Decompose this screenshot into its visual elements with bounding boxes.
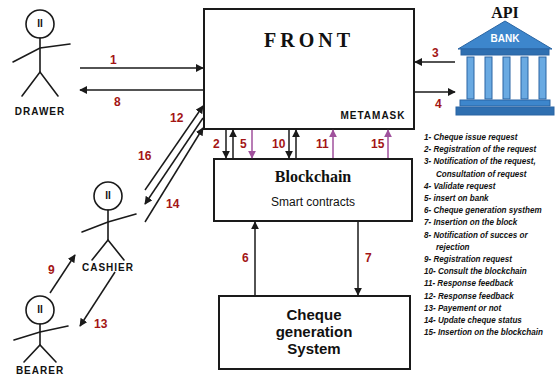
flow-arrow: [415, 61, 455, 63]
flow-arrow: [295, 130, 297, 158]
callout-number: 16: [138, 150, 151, 162]
key-note: 2- Registration of the request: [424, 143, 558, 155]
actor-figure: II BEARER: [5, 293, 80, 377]
callout-number: 11: [316, 138, 329, 150]
actor-head: [94, 182, 122, 210]
key-note: 3- Notification of the request, Consulta…: [424, 155, 558, 179]
icon-title: API: [475, 3, 535, 22]
key-note: 7- Insertion on the block: [424, 216, 558, 228]
callout-number: 6: [242, 252, 249, 264]
box-subtitle: Smart contracts: [218, 195, 408, 209]
key-note: 6- Cheque generation systhem: [424, 204, 558, 216]
bank-roof: [458, 21, 552, 49]
callout-number: 15: [371, 138, 384, 150]
process-box: BlockchainSmart contracts: [213, 158, 413, 222]
callout-number: 13: [94, 318, 107, 330]
flow-arrow: [80, 67, 203, 69]
flow-arrow: [145, 118, 203, 204]
actor-legs: [22, 72, 58, 96]
callout-number: 2: [213, 138, 220, 150]
key-note: 11- Response feedback: [424, 277, 558, 289]
box-title: FRONT: [209, 28, 409, 52]
actor-initials: II: [30, 18, 50, 30]
key-note: 5- insert on bank: [424, 192, 558, 204]
callout-number: 14: [166, 198, 179, 210]
key-note: 13- Payement or not: [424, 302, 558, 314]
box-title: Blockchain: [218, 167, 408, 186]
bank-step: [456, 107, 554, 115]
actor-initials: II: [98, 190, 118, 202]
bank-column: [467, 57, 474, 99]
bank-column: [503, 57, 510, 99]
flow-arrow: [415, 91, 455, 93]
bank-column: [539, 57, 546, 99]
flow-arrow: [145, 106, 203, 190]
flow-arrow: [80, 89, 203, 91]
callout-number: 12: [170, 112, 183, 124]
flow-arrow: [254, 222, 256, 295]
callout-number: 4: [435, 98, 442, 110]
actor-arms: [13, 44, 70, 62]
flow-arrow: [232, 130, 234, 158]
actor-body: [107, 210, 109, 240]
actor-legs: [92, 240, 124, 260]
actor-initials: II: [30, 304, 50, 316]
actor-head: [26, 10, 54, 38]
bank-beam: [461, 49, 549, 55]
flow-arrow: [332, 130, 334, 158]
box-title: Cheque generation System: [264, 306, 364, 357]
actor-figure: II CASHIER: [75, 180, 145, 272]
bank-step: [460, 100, 550, 106]
process-box: Cheque generation System: [218, 295, 411, 370]
flow-arrow: [387, 130, 389, 158]
actor-name: BEARER: [3, 365, 78, 377]
flow-arrow: [145, 128, 203, 222]
callout-number: 5: [240, 138, 247, 150]
process-box: FRONT METAMASK: [203, 8, 415, 130]
bank-column: [485, 57, 492, 99]
key-note: 8- Notification of succes or rejection: [424, 229, 558, 253]
callout-number: 3: [432, 47, 439, 59]
bank-icon: API BANK: [455, 3, 555, 120]
actor-name: CASHIER: [73, 262, 143, 274]
key-note: 12- Response feedback: [424, 290, 558, 302]
actor-arms: [82, 214, 136, 232]
bank-column: [521, 57, 528, 99]
actor-head: [26, 296, 54, 324]
key-note: 1- Cheque issue request: [424, 131, 558, 143]
callout-number: 9: [48, 264, 55, 276]
flow-arrow: [225, 130, 227, 158]
key-note: 9- Registration request: [424, 253, 558, 265]
key-note: 15- Insertion on the blockchain: [424, 326, 558, 338]
actor-name: DRAWER: [3, 106, 78, 118]
actor-legs: [24, 345, 56, 362]
callout-number: 8: [114, 96, 121, 108]
key-list: 1- Cheque issue request2- Registration o…: [424, 131, 558, 338]
actor-arms: [14, 326, 68, 340]
callout-number: 1: [110, 54, 117, 66]
flow-arrow: [357, 222, 359, 295]
flow-arrow: [288, 130, 290, 158]
key-note: 4- Validate request: [424, 180, 558, 192]
key-note: 10- Consult the blockchain: [424, 265, 558, 277]
callout-number: 10: [272, 138, 285, 150]
box-subtitle: METAMASK: [333, 110, 413, 122]
actor-body: [39, 324, 41, 345]
flow-arrow: [251, 130, 253, 158]
actor-body: [39, 38, 41, 72]
icon-sign: BANK: [480, 33, 530, 45]
callout-number: 7: [365, 252, 372, 264]
actor-figure: IIDRAWER: [5, 8, 80, 113]
key-note: 14- Update cheque status: [424, 314, 558, 326]
